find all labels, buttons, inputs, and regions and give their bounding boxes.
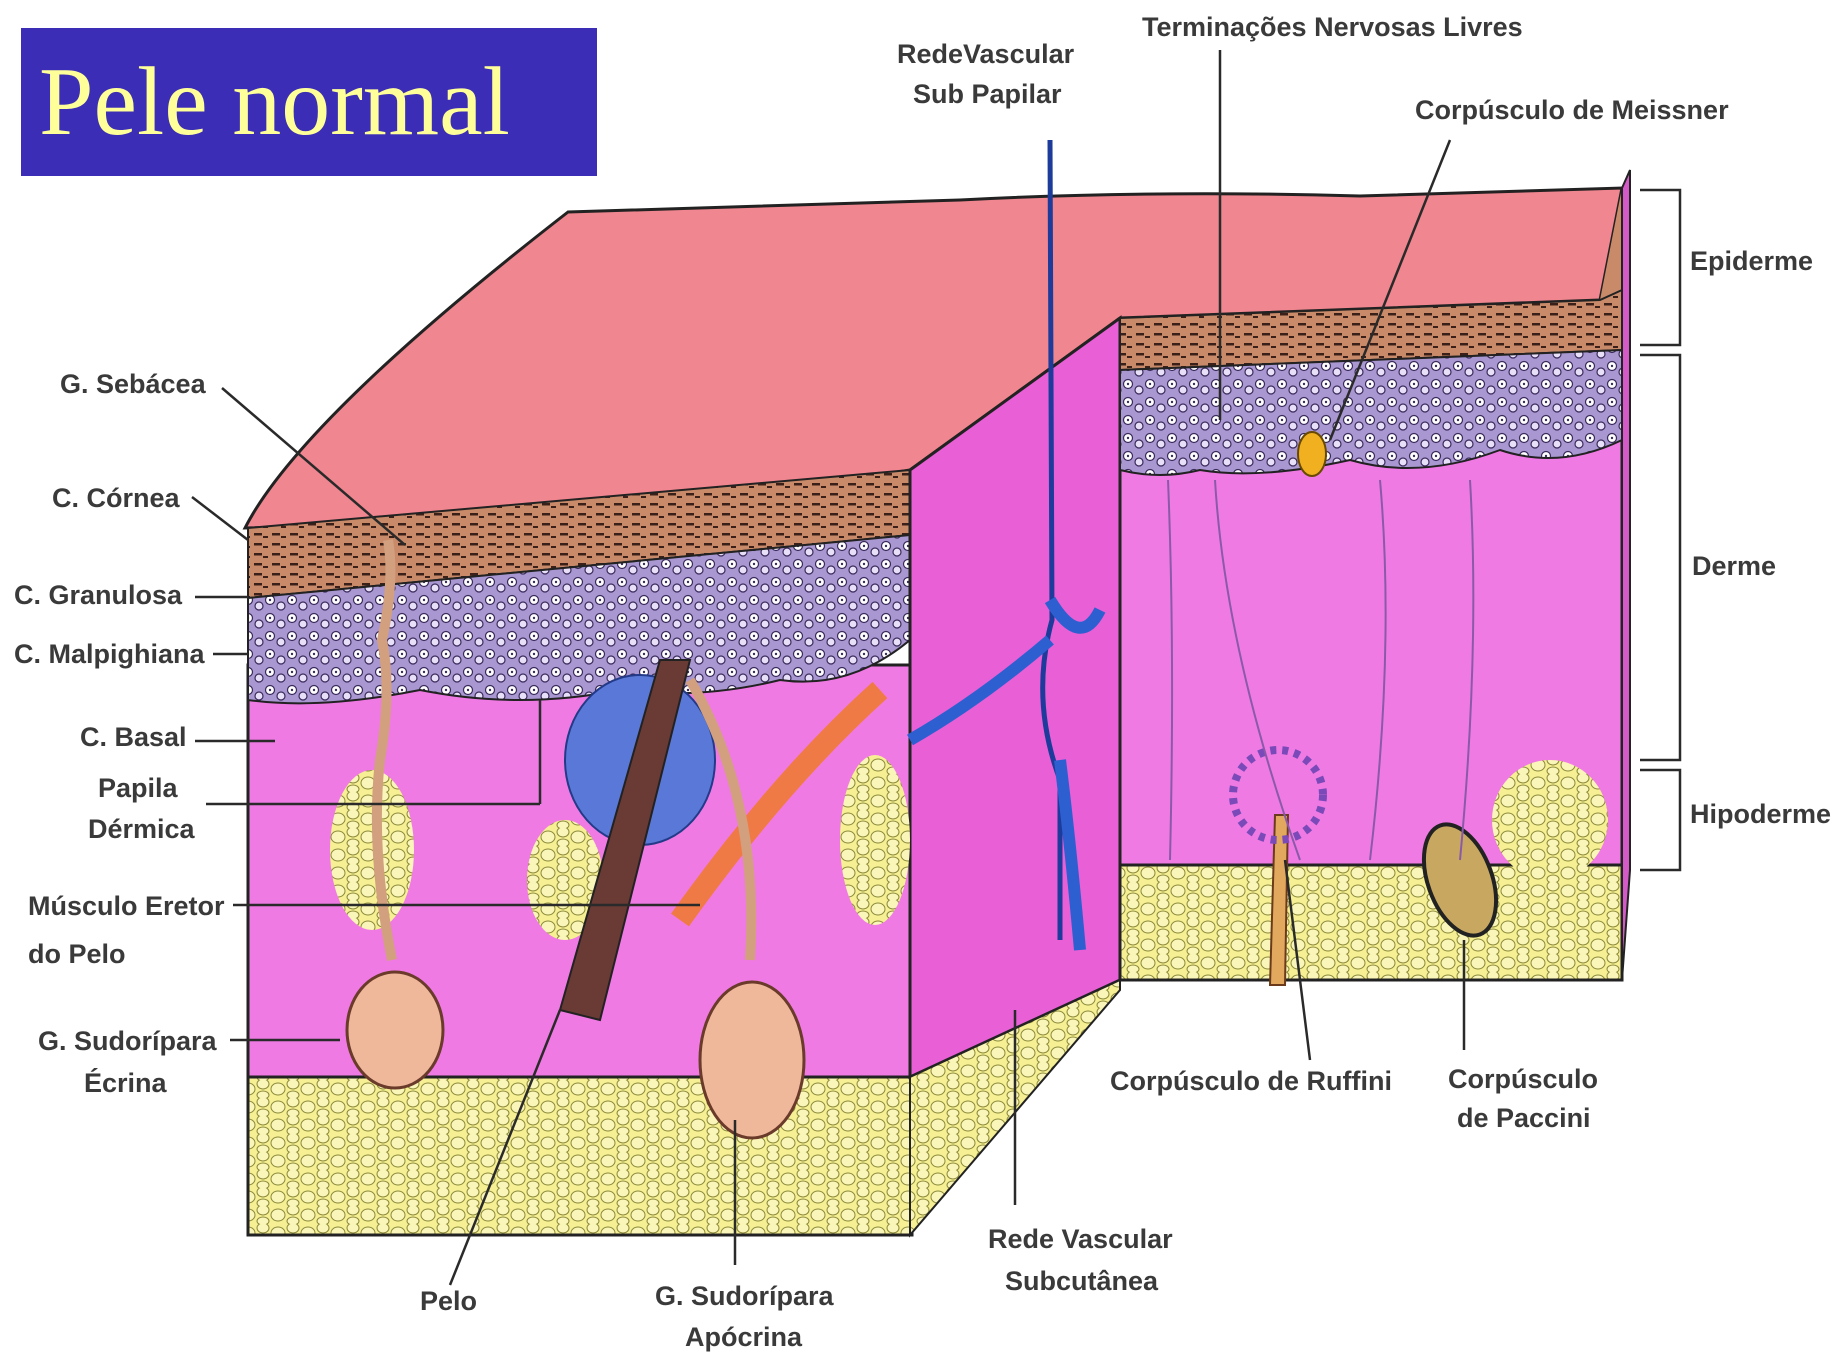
label-g-sebacea: G. Sebácea: [60, 369, 207, 399]
label-papila-dermica-line2: Dérmica: [88, 814, 196, 844]
label-c-basal: C. Basal: [80, 722, 187, 752]
label-papila-dermica-line1: Papila: [98, 773, 179, 803]
meissner-corpuscle: [1298, 432, 1326, 476]
label-c-cornea: C. Córnea: [52, 483, 181, 513]
label-c-malpighiana: C. Malpighiana: [14, 639, 206, 669]
label-g-sudoripara-ecrina-line1: G. Sudorípara: [38, 1026, 218, 1056]
label-epiderme: Epiderme: [1690, 246, 1813, 276]
label-corpusculo-meissner: Corpúsculo de Meissner: [1415, 95, 1729, 125]
label-musculo-eretor-line2: do Pelo: [28, 939, 126, 969]
label-g-sudoripara-ecrina-line2: Écrina: [84, 1067, 168, 1098]
label-g-sudoripara-apocrina-line2: Apócrina: [685, 1322, 803, 1352]
label-g-sudoripara-apocrina-line1: G. Sudorípara: [655, 1281, 835, 1311]
label-rede-vascular-subcutanea-line2: Subcutânea: [1005, 1266, 1159, 1296]
label-rede-vascular-sub-papilar-line2: Sub Papilar: [913, 79, 1062, 109]
label-rede-vascular-subcutanea-line1: Rede Vascular: [988, 1224, 1173, 1254]
label-musculo-eretor-line1: Músculo Eretor: [28, 891, 225, 921]
hypodermis-right: [1120, 865, 1622, 980]
label-corpusculo-paccini-line1: Corpúsculo: [1448, 1064, 1598, 1094]
label-derme: Derme: [1692, 551, 1776, 581]
label-c-granulosa: C. Granulosa: [14, 580, 183, 610]
label-corpusculo-ruffini: Corpúsculo de Ruffini: [1110, 1066, 1392, 1096]
label-corpusculo-paccini-line2: de Paccini: [1457, 1103, 1591, 1133]
apocrine-gland-coil: [700, 982, 804, 1138]
label-terminacoes-nervosas: Terminações Nervosas Livres: [1142, 12, 1523, 42]
fat-cluster-3: [840, 755, 910, 925]
label-pelo: Pelo: [420, 1286, 477, 1316]
label-rede-vascular-sub-papilar-line1: RedeVascular: [897, 39, 1075, 69]
label-hipoderme: Hipoderme: [1690, 799, 1831, 829]
eccrine-gland-coil: [347, 972, 443, 1088]
right-side-wall: [1622, 170, 1630, 980]
fat-cluster-4: [1492, 760, 1608, 880]
stratum-malpighian-right: [1120, 350, 1622, 475]
hypodermis-left: [248, 1077, 912, 1235]
title-banner: Pele normal: [21, 28, 597, 176]
page-title: Pele normal: [39, 53, 510, 151]
